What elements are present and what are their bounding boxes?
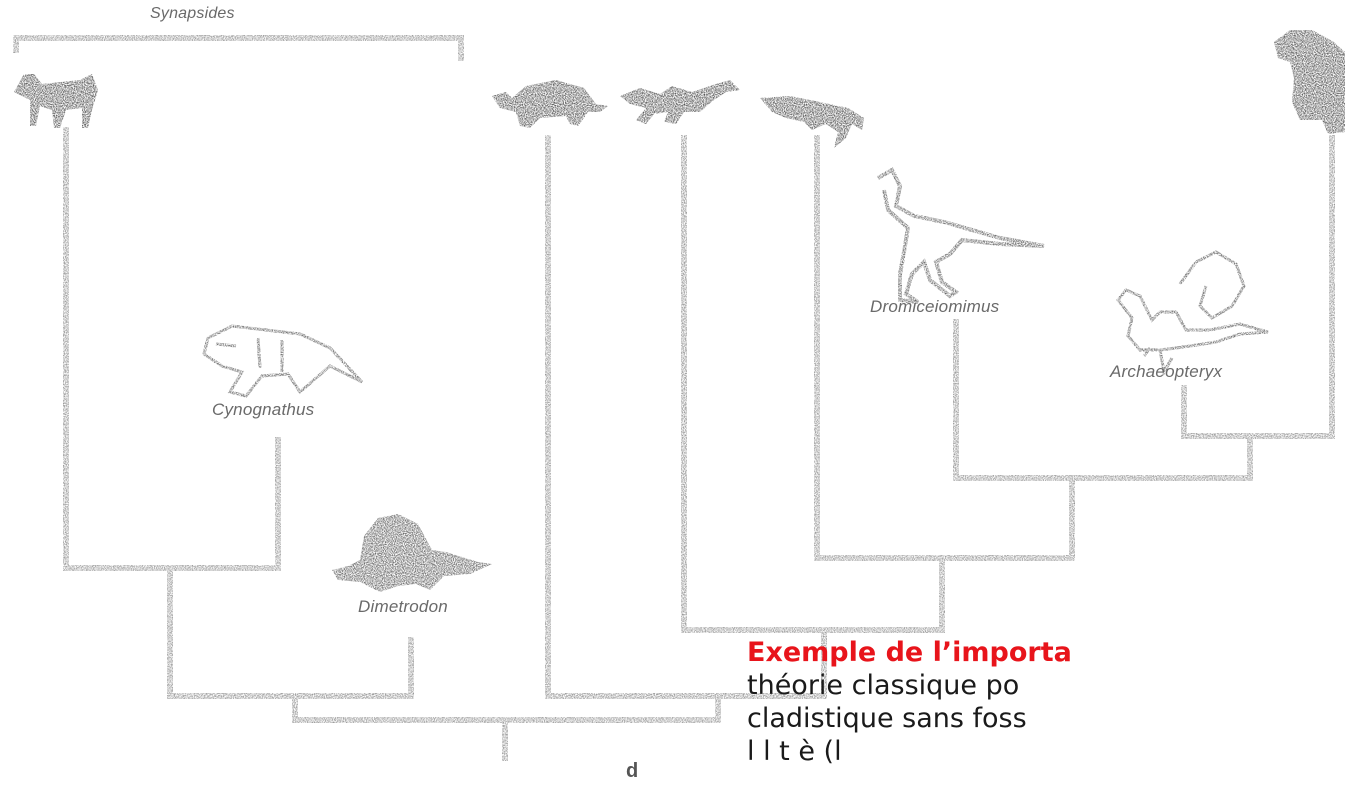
branch-bird xyxy=(1181,135,1335,439)
caption-line-2: théorie classique po xyxy=(747,670,1020,701)
caption-line-3: cladistique sans foss xyxy=(747,703,1027,734)
caption-heading: Exemple de l’importa xyxy=(747,637,1072,668)
turtle-icon xyxy=(492,80,608,128)
label-dromiceiomimus: Dromiceiomimus xyxy=(870,297,1000,316)
label-marker: d xyxy=(626,760,639,782)
dimetrodon-icon xyxy=(332,514,492,592)
horse-silhouette-icon xyxy=(14,74,98,128)
lizard-icon xyxy=(620,80,740,124)
tree-branches xyxy=(13,35,1335,761)
branch-dinosaur xyxy=(953,319,1253,481)
parrot-icon xyxy=(1274,30,1345,134)
label-archaeopteryx: Archaeopteryx xyxy=(1110,362,1223,381)
cynodont-icon xyxy=(202,324,364,398)
silhouettes xyxy=(14,30,1345,592)
archaeopteryx-icon xyxy=(1116,250,1269,377)
crocodile-icon xyxy=(760,96,864,148)
label-dimetrodon: Dimetrodon xyxy=(358,597,448,616)
label-synapsides: Synapsides xyxy=(150,5,235,22)
branch-synapsid-join xyxy=(167,565,414,699)
dinosaur-icon xyxy=(877,167,1045,304)
branch-root xyxy=(292,693,721,723)
branch-turtle xyxy=(545,135,827,699)
caption-line-4: l l t è (l xyxy=(747,736,842,767)
synapsides-bracket xyxy=(13,35,464,61)
branch-crocodile xyxy=(814,135,1075,561)
caption: Exemple de l’importa théorie classique p… xyxy=(747,636,1345,768)
branch-lizard xyxy=(681,135,945,633)
branch-mammal xyxy=(63,127,281,571)
label-cynognathus: Cynognathus xyxy=(212,400,315,419)
